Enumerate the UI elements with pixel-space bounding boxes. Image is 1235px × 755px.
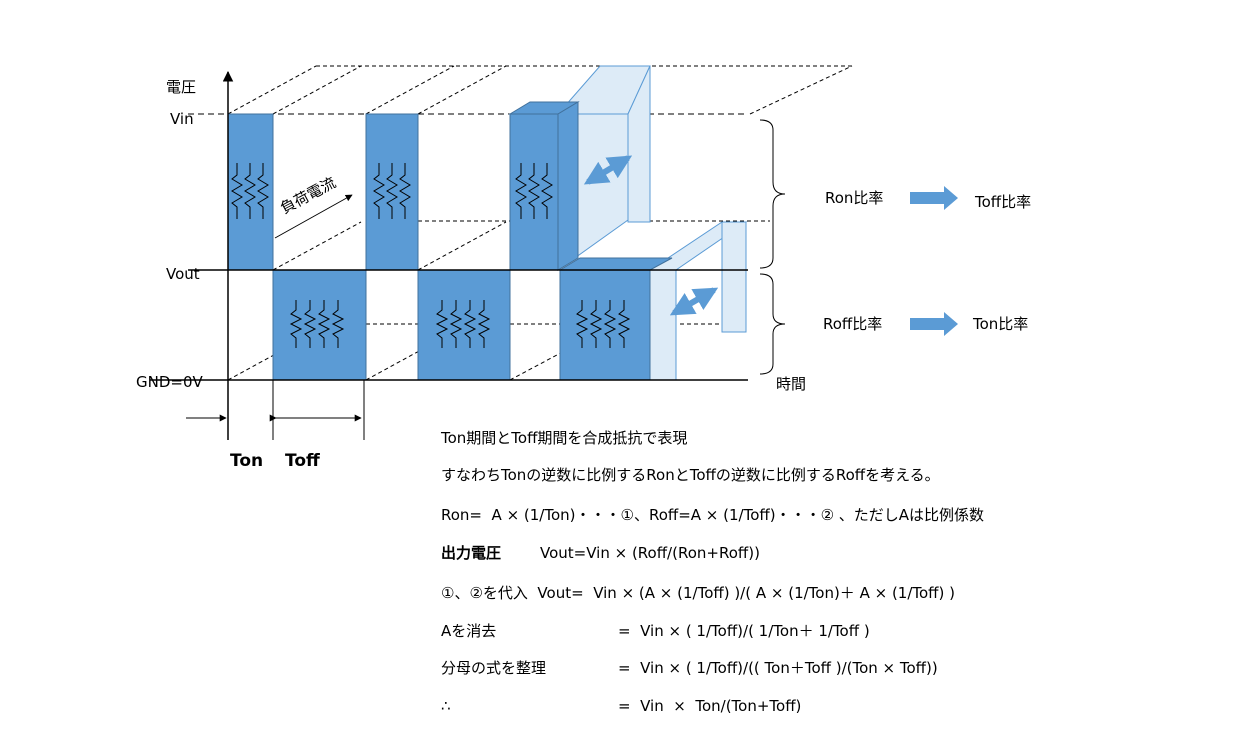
resistor-symbols: [231, 163, 631, 348]
toff-ratio-label: Toff比率: [974, 193, 1031, 211]
load-current-arrow: [274, 194, 353, 239]
vin-label: Vin: [170, 110, 194, 128]
explain-line-8-eq: = Vin × Ton/(Ton+Toff): [618, 697, 802, 715]
explain-line-7-label: 分母の式を整理: [441, 659, 547, 677]
gnd-label: GND=0V: [136, 373, 204, 391]
ton-ratio-label: Ton比率: [972, 315, 1028, 333]
voltage-axis-label: 電圧: [166, 78, 196, 96]
pwm-blocks: [227, 101, 673, 381]
explain-line-4-eq: Vout=Vin × (Roff/(Ron+Roff)): [540, 544, 760, 562]
extension-shapes: [556, 65, 748, 381]
roff-to-ton-arrow: [910, 312, 958, 336]
roff-ratio-label: Roff比率: [823, 315, 882, 333]
time-axis-label: 時間: [776, 375, 806, 393]
load-current-label: 負荷電流: [277, 173, 338, 217]
on-block-1: [227, 113, 274, 271]
ron-change-arrow: [583, 155, 633, 185]
off-block-2: [417, 269, 511, 381]
lower-brace: [759, 273, 786, 375]
explain-line-6-label: Aを消去: [441, 622, 497, 640]
explain-line-2: すなわちTonの逆数に比例するRonとToffの逆数に比例するRoffを考える。: [441, 466, 940, 484]
on-block-3-side: [557, 101, 579, 271]
explain-line-6-eq: = Vin × ( 1/Toff)/( 1/Ton＋ 1/Toff ): [618, 622, 870, 640]
explain-line-3: Ron= A × (1/Ton)・・・①、Roff=A × (1/Toff)・・…: [441, 506, 985, 524]
explain-line-5: ①、②を代入 Vout= Vin × (A × (1/Toff) )/( A ×…: [441, 584, 955, 602]
explain-line-8-label: ∴: [441, 697, 451, 715]
vout-label: Vout: [166, 265, 200, 283]
explain-line-1: Ton期間とToff期間を合成抵抗で表現: [441, 429, 688, 447]
ton-period-label: Ton: [230, 451, 263, 471]
off-block-1: [272, 269, 367, 381]
toff-period-label: Toff: [285, 451, 320, 471]
explain-line-7-eq: = Vin × ( 1/Toff)/(( Ton＋Toff )/(Ton × T…: [618, 659, 938, 677]
upper-brace: [759, 119, 786, 269]
on-block-2: [365, 113, 419, 271]
off-block-3: [559, 269, 651, 381]
ron-to-toff-arrow: [910, 186, 958, 210]
explain-line-4-label: 出力電圧: [441, 544, 502, 562]
roff-change-arrow: [669, 287, 719, 316]
ron-ratio-label: Ron比率: [825, 189, 883, 207]
